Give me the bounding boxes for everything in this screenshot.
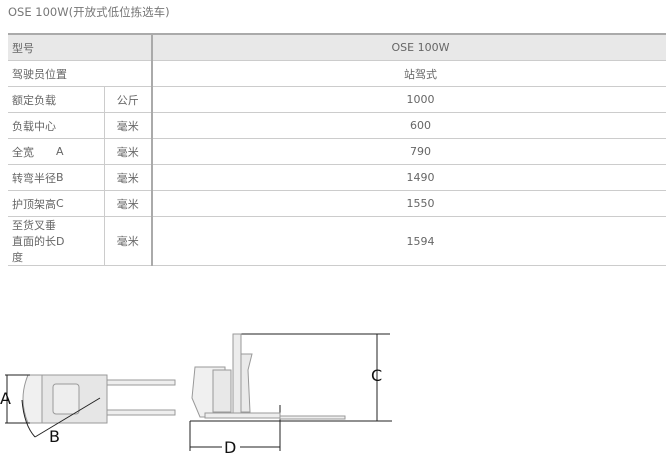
row-value: 790 — [151, 138, 666, 165]
row-letter: B — [56, 164, 104, 191]
table-row: 驾驶员位置 站驾式 — [8, 60, 666, 87]
table-row: 护顶架高 C 毫米 1550 — [8, 190, 666, 217]
row-label: 护顶架高 — [8, 190, 56, 217]
row-value: 1000 — [151, 86, 666, 113]
row-value: 1594 — [151, 216, 666, 266]
label-c: C — [371, 366, 382, 385]
row-unit: 毫米 — [103, 190, 152, 217]
row-label: 负载中心 — [8, 112, 56, 139]
row-value: 1490 — [151, 164, 666, 191]
spec-table: 型号 OSE 100W 驾驶员位置 站驾式 额定负载 公斤 1000 负载中心 … — [8, 33, 666, 266]
row-label: 额定负载 — [8, 86, 56, 113]
table-header-row: 型号 OSE 100W — [8, 33, 666, 61]
table-row: 额定负载 公斤 1000 — [8, 86, 666, 113]
row-value: 站驾式 — [151, 60, 666, 87]
row-unit: 毫米 — [103, 216, 152, 266]
row-label: 驾驶员位置 — [8, 60, 152, 87]
row-label: 至货叉垂直面的长度 — [8, 216, 56, 266]
row-letter: D — [56, 216, 104, 266]
row-unit: 毫米 — [103, 138, 152, 165]
label-a: A — [0, 389, 11, 408]
label-b: B — [49, 427, 60, 446]
row-letter — [56, 112, 104, 139]
row-letter — [56, 86, 104, 113]
row-unit: 毫米 — [103, 164, 152, 191]
row-letter: C — [56, 190, 104, 217]
table-row: 全宽 A 毫米 790 — [8, 138, 666, 165]
label-d: D — [224, 438, 236, 457]
row-label: 全宽 — [8, 138, 56, 165]
page-title: OSE 100W(开放式低位拣选车) — [8, 5, 170, 19]
top-view-truck — [22, 374, 176, 424]
row-value: 600 — [151, 112, 666, 139]
table-row: 转弯半径 B 毫米 1490 — [8, 164, 666, 191]
dimension-lines — [5, 333, 392, 451]
side-view-truck — [191, 333, 346, 420]
row-label: 转弯半径 — [8, 164, 56, 191]
table-row: 至货叉垂直面的长度 D 毫米 1594 — [8, 216, 666, 266]
header-label: 型号 — [8, 33, 152, 61]
table-row: 负载中心 毫米 600 — [8, 112, 666, 139]
forklift-diagram: A B C D — [0, 333, 392, 457]
header-model: OSE 100W — [151, 33, 666, 61]
row-unit: 毫米 — [103, 112, 152, 139]
row-letter: A — [56, 138, 104, 165]
row-unit: 公斤 — [103, 86, 152, 113]
row-value: 1550 — [151, 190, 666, 217]
